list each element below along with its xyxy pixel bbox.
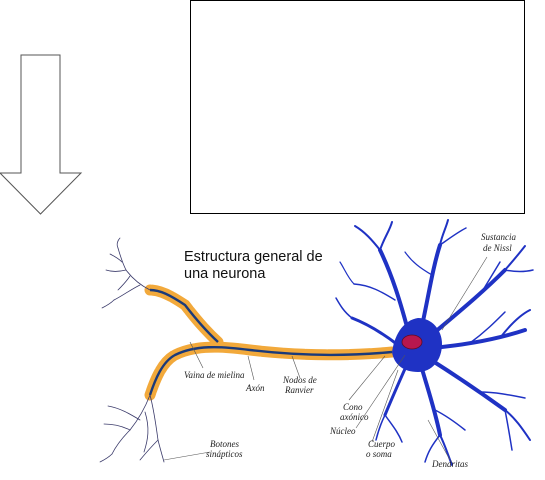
diagram-title-line-1: Estructura general de bbox=[184, 249, 323, 265]
label-cuerpo-soma-2: o soma bbox=[366, 449, 392, 459]
label-sustancia-nissl-1: Sustancia bbox=[481, 232, 516, 242]
label-axon: Axón bbox=[245, 383, 265, 393]
nucleus bbox=[401, 334, 423, 350]
neuron-illustration bbox=[99, 219, 534, 466]
label-nodos-ranvier-2: Ranvier bbox=[284, 385, 314, 395]
axon-terminals-upper bbox=[101, 237, 151, 309]
label-cuerpo-soma-1: Cuerpo bbox=[368, 439, 396, 449]
label-cono-axonico-2: axónico bbox=[340, 412, 369, 422]
empty-box bbox=[190, 0, 525, 214]
label-dendritas: Dendritas bbox=[431, 459, 468, 469]
axon-core bbox=[148, 345, 393, 396]
axon bbox=[144, 284, 398, 401]
myelin-sheath-upper bbox=[144, 284, 224, 348]
leader-lines bbox=[163, 256, 488, 461]
label-nodos-ranvier-1: Nodos de bbox=[282, 375, 317, 385]
label-sustancia-nissl-2: de Nissl bbox=[483, 243, 512, 253]
label-botones-sinapticos-1: Botones bbox=[210, 439, 239, 449]
axon-core-branch bbox=[149, 288, 219, 343]
diagram-title-line-2: una neurona bbox=[184, 266, 266, 282]
label-vaina-mielina: Vaina de mielina bbox=[184, 370, 245, 380]
label-nucleo: Núcleo bbox=[329, 426, 356, 436]
label-cono-axonico-1: Cono bbox=[343, 402, 363, 412]
down-arrow-icon bbox=[0, 54, 83, 215]
label-botones-sinapticos-2: sinápticos bbox=[206, 449, 243, 459]
axon-terminals-lower bbox=[99, 394, 165, 463]
